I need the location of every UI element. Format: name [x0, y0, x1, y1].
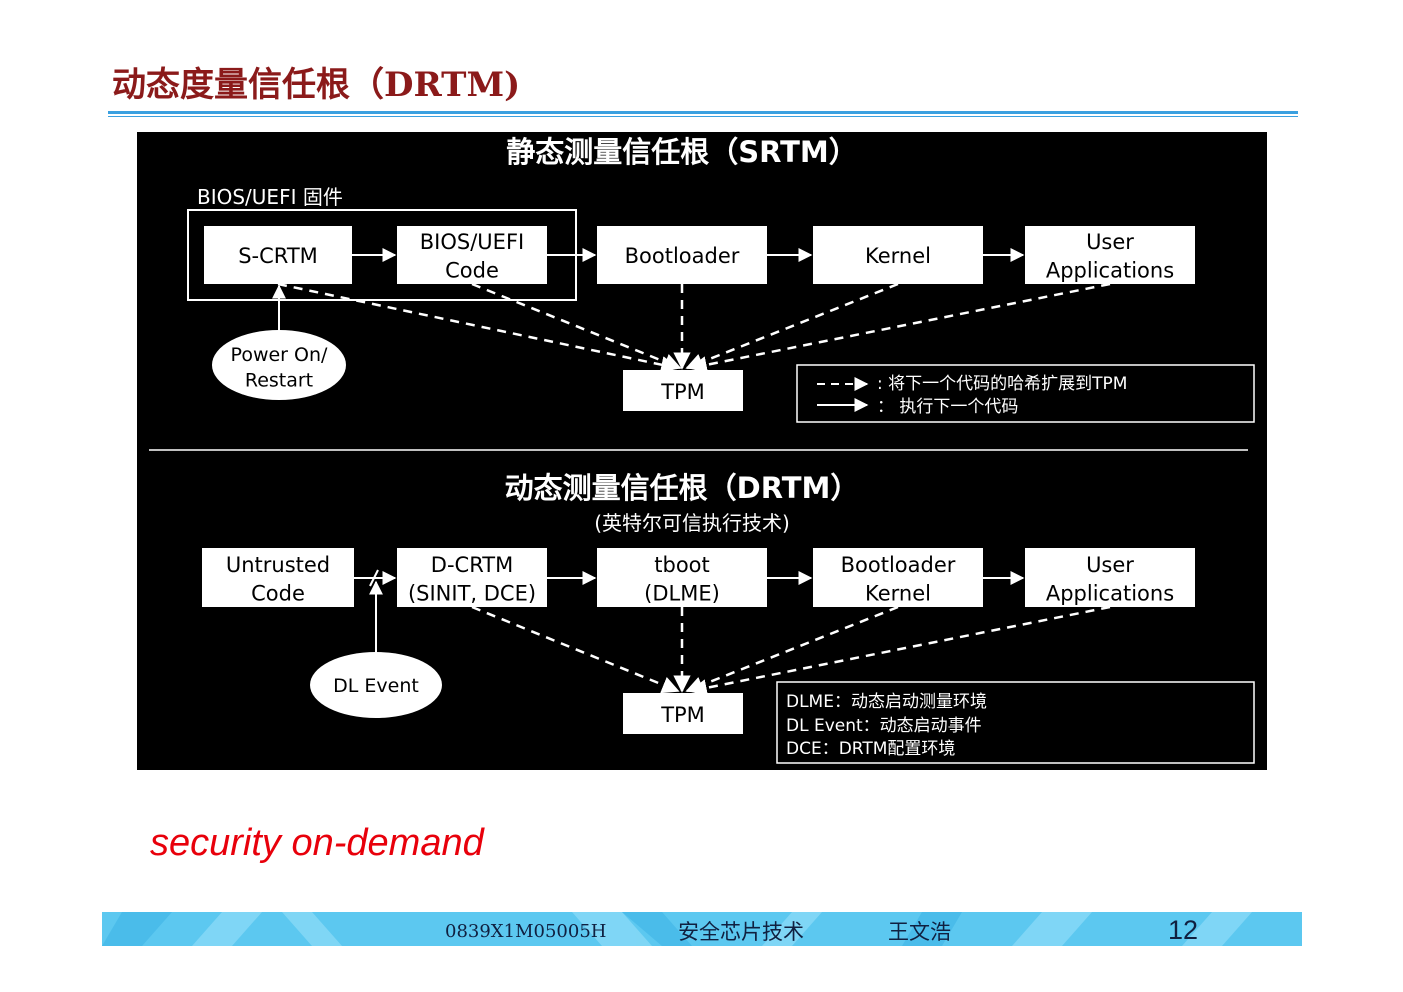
footer-course-code: 0839X1M05005H: [445, 921, 607, 942]
srtm-bootloader-label: Bootloader: [625, 244, 740, 268]
title-underline-thin: [108, 116, 1298, 117]
box-label-line: Untrusted: [226, 553, 330, 577]
srtm-bootloader-box: Bootloader: [597, 226, 767, 284]
footer-author: 王文浩: [888, 920, 951, 944]
srtm-tpm-label: TPM: [660, 380, 705, 404]
box-label-line: (DLME): [644, 581, 720, 605]
note-dl-event: DL Event：动态启动事件: [786, 716, 982, 736]
no-measure-break-mark: [369, 569, 379, 587]
box-label-line: DL Event: [333, 675, 419, 697]
srtm-execute-arrows: [272, 248, 1025, 330]
drtm-dcrtm-box: D-CRTM (SINIT, DCE): [397, 548, 547, 607]
drtm-tboot-box: tboot (DLME): [597, 548, 767, 607]
note-dce: DCE：DRTM配置环境: [786, 739, 955, 759]
drtm-tboot-label: tboot (DLME): [644, 553, 720, 605]
note-dlme: DLME：动态启动测量环境: [786, 692, 987, 712]
slide-title: 动态度量信任根（DRTM): [112, 65, 521, 105]
box-label-line: Restart: [245, 370, 313, 392]
box-label-line: Kernel: [865, 244, 931, 268]
page-number: 12: [1168, 915, 1199, 945]
srtm-kernel-label: Kernel: [865, 244, 931, 268]
srtm-kernel-box: Kernel: [813, 226, 983, 284]
box-label-line: Bootloader: [841, 553, 956, 577]
box-label-line: Bootloader: [625, 244, 740, 268]
box-label-line: D-CRTM: [431, 553, 513, 577]
srtm-trigger-label: Power On/Restart: [231, 344, 328, 392]
srtm-tpm-box: TPM: [623, 370, 743, 411]
drtm-tpm-box: TPM: [623, 693, 743, 734]
drtm-tpm-label: TPM: [660, 703, 705, 727]
title-underline: [108, 111, 1298, 114]
trust-chain-diagram: 静态测量信任根（SRTM） BIOS/UEFI 固件 S-CRTM BIOS/U…: [137, 132, 1267, 770]
box-label-line: TPM: [660, 703, 705, 727]
drtm-measure-arrows: [471, 605, 1111, 697]
srtm-bios-box: BIOS/UEFI Code: [397, 226, 547, 284]
box-label-line: Applications: [1046, 258, 1174, 282]
box-label-line: Applications: [1046, 581, 1174, 605]
box-label-line: TPM: [660, 380, 705, 404]
box-label-line: BIOS/UEFI: [420, 230, 524, 254]
tagline: security on-demand: [150, 822, 484, 864]
drtm-heading: 动态测量信任根（DRTM）: [505, 471, 860, 505]
box-label-line: Kernel: [865, 581, 931, 605]
srtm-scrtm-box: S-CRTM: [204, 226, 352, 284]
drtm-notes: DLME：动态启动测量环境 DL Event：动态启动事件 DCE：DRTM配置…: [776, 681, 1255, 764]
box-label-line: (SINIT, DCE): [408, 581, 536, 605]
drtm-dcrtm-label: D-CRTM (SINIT, DCE): [408, 553, 536, 605]
box-label-line: User: [1086, 553, 1134, 577]
box-label-line: User: [1086, 230, 1134, 254]
legend-solid-text: ： 执行下一个代码: [877, 397, 1018, 417]
legend-dashed-text: : 将下一个代码的哈希扩展到TPM: [877, 374, 1127, 394]
srtm-trigger-ellipse: Power On/Restart: [212, 330, 346, 400]
box-label-line: tboot: [654, 553, 710, 577]
firmware-label: BIOS/UEFI 固件: [197, 185, 343, 209]
box-label-line: Power On/: [231, 344, 328, 366]
srtm-bios-label: BIOS/UEFI Code: [420, 230, 524, 282]
box-label-line: Code: [445, 258, 499, 282]
footer-band: 0839X1M05005H 安全芯片技术 王文浩 12: [102, 912, 1302, 946]
srtm-measure-arrows: [277, 282, 1111, 374]
drtm-subheading: (英特尔可信执行技术): [594, 511, 790, 535]
footer-course-name: 安全芯片技术: [678, 920, 804, 944]
drtm-execute-arrows: [354, 571, 1025, 652]
drtm-trigger-ellipse: DL Event: [310, 652, 442, 718]
srtm-heading: 静态测量信任根（SRTM）: [506, 135, 858, 169]
box-label-line: S-CRTM: [238, 244, 318, 268]
drtm-trigger-label: DL Event: [333, 675, 419, 697]
box-label-line: Code: [251, 581, 305, 605]
srtm-legend: : 将下一个代码的哈希扩展到TPM ： 执行下一个代码: [796, 364, 1255, 423]
srtm-scrtm-label: S-CRTM: [238, 244, 318, 268]
